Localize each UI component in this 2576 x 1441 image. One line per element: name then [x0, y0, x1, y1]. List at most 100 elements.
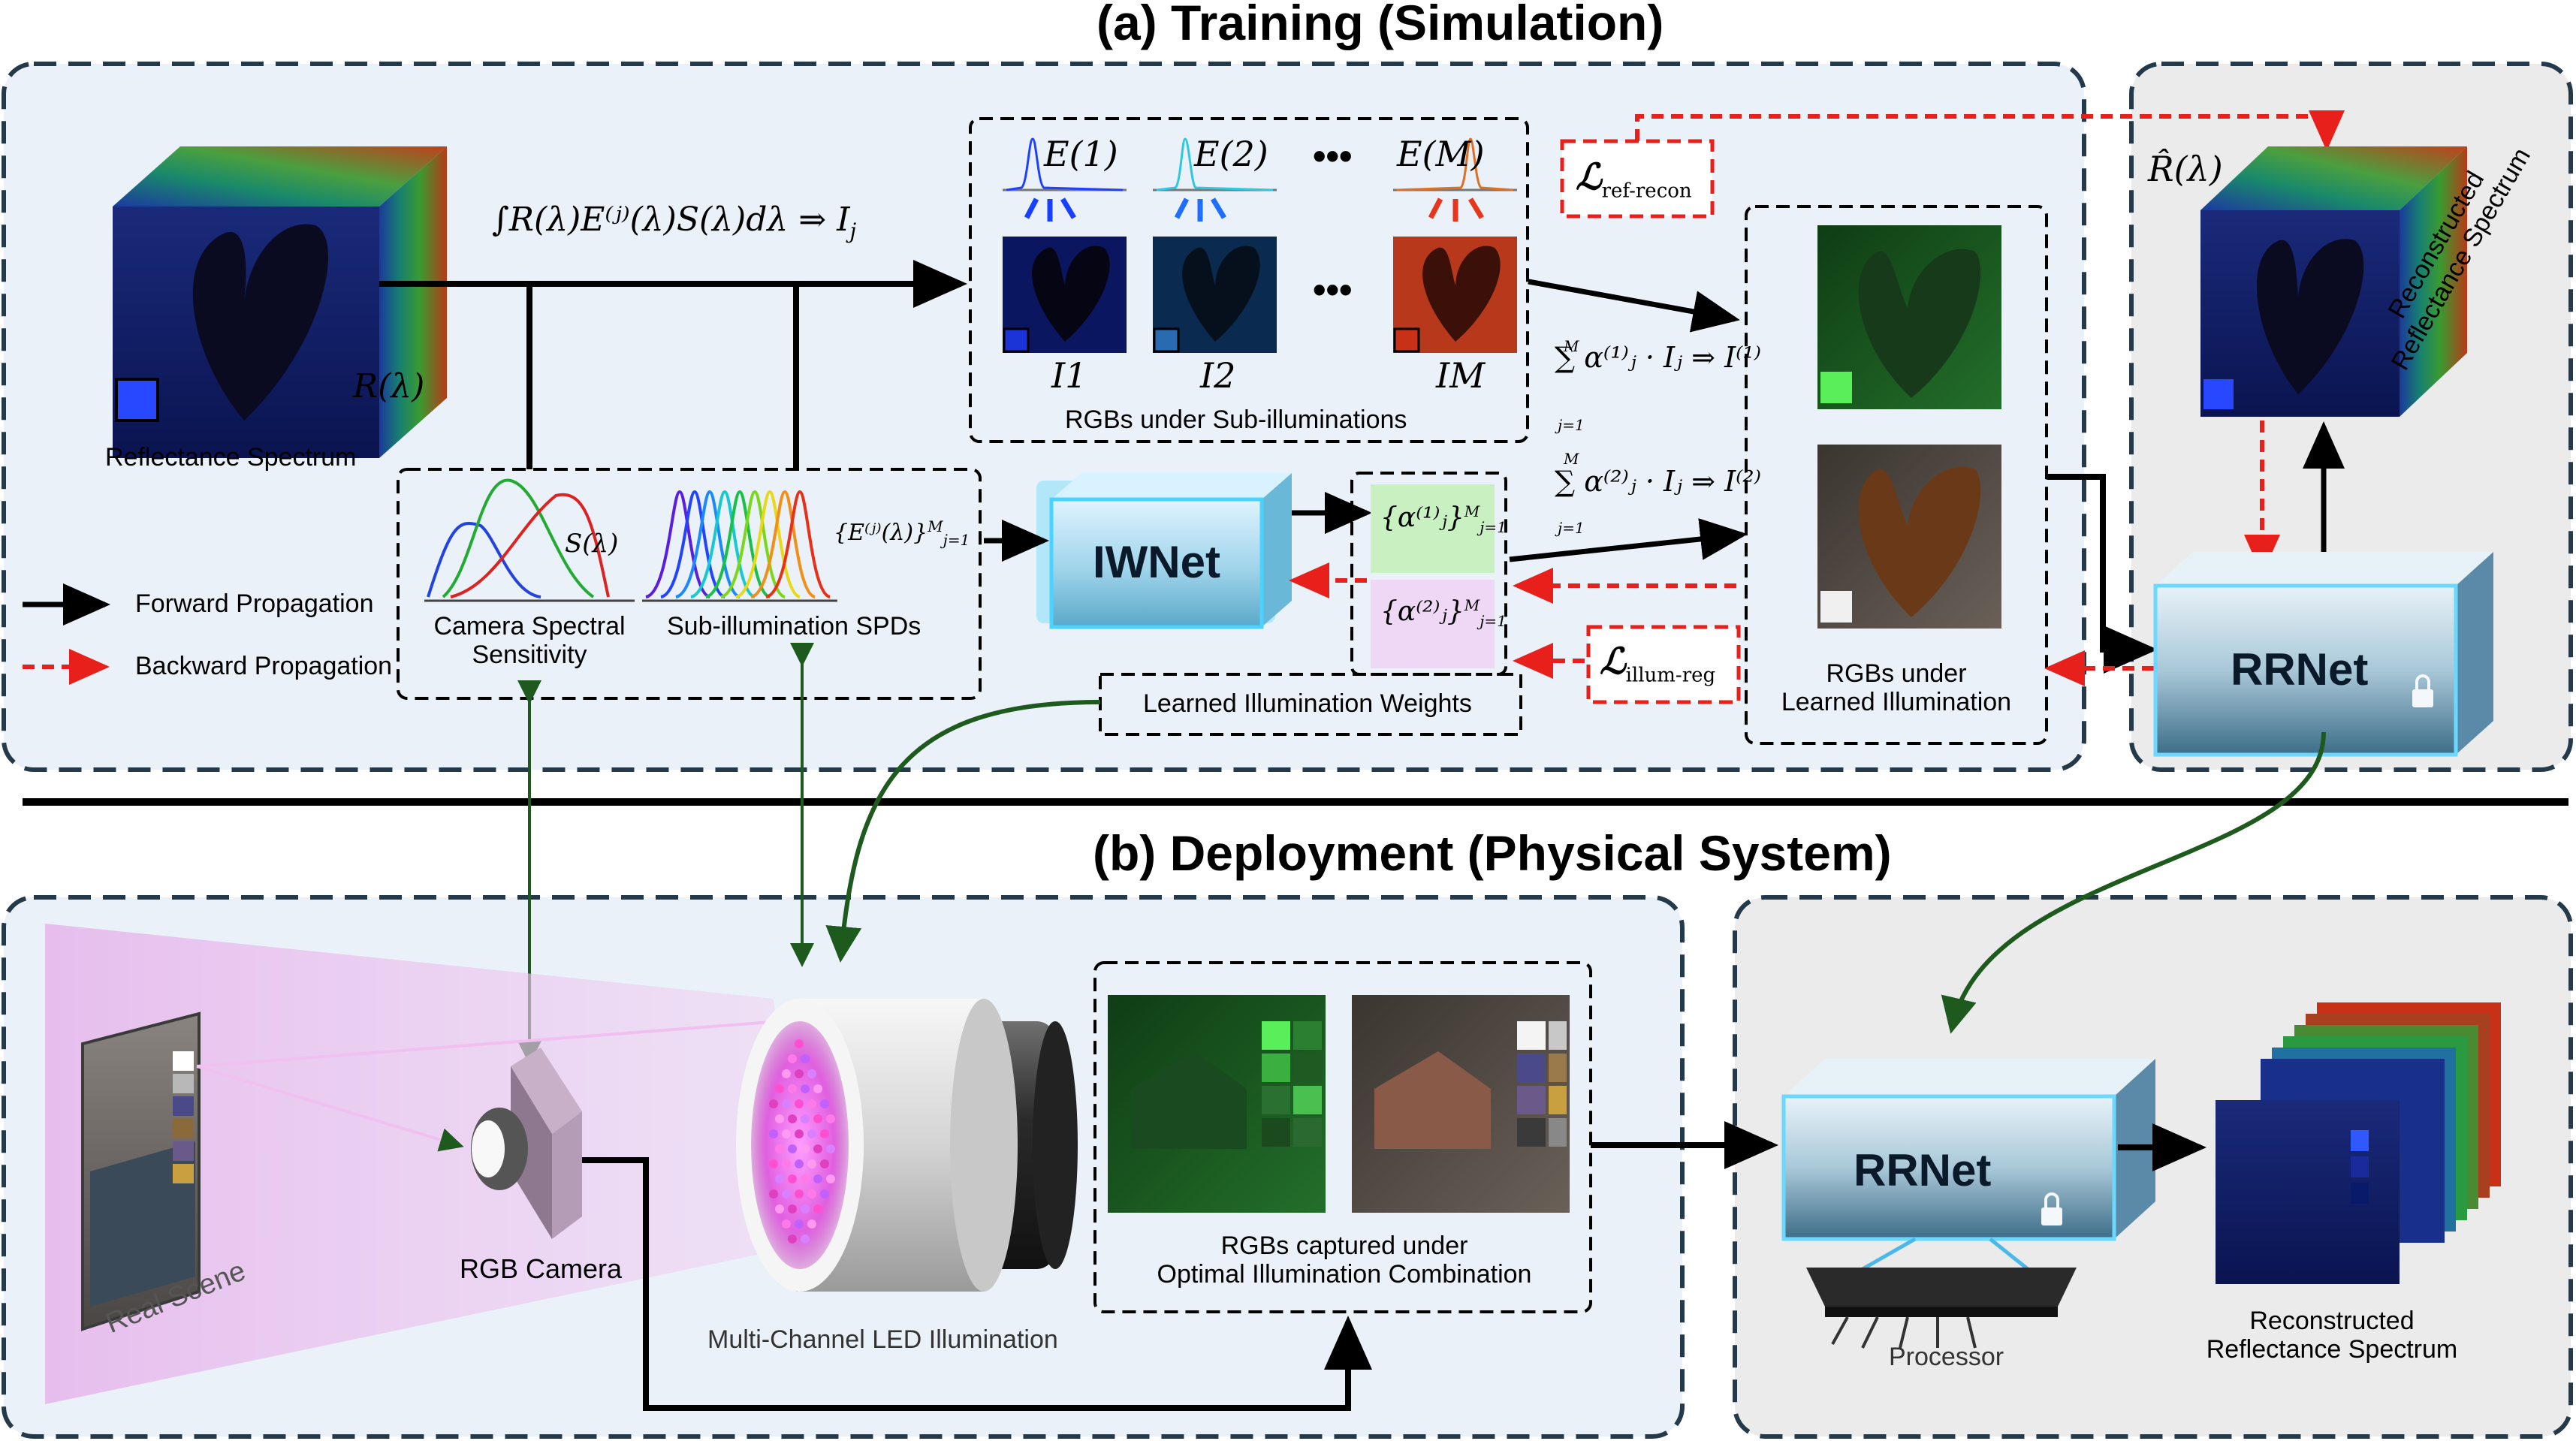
led-dot — [795, 1159, 804, 1168]
alpha2-cell — [1371, 580, 1495, 668]
led-dot — [775, 1174, 784, 1183]
ray-scene-to-camera — [196, 1065, 464, 1152]
learned-image-green — [1817, 225, 2001, 409]
processor — [1806, 1268, 2077, 1349]
training-title: (a) Training (Simulation) — [1096, 0, 1664, 50]
camera-spd-box — [397, 468, 982, 700]
spd-caption: Sub-illumination SPDs — [667, 612, 922, 641]
led-caption: Multi-Channel LED Illumination — [707, 1325, 1058, 1354]
learned-caption-line2: Learned Illumination — [1781, 688, 2012, 717]
forward-arrow-rrnet — [2047, 474, 2158, 674]
camera-caption-line2: Sensitivity — [472, 641, 587, 670]
led-dot — [826, 1114, 835, 1123]
rgb-camera-label: RGB Camera — [460, 1253, 623, 1284]
r-lambda-label: R(λ) — [353, 367, 425, 405]
led-dot — [820, 1189, 829, 1198]
led-dot — [775, 1204, 784, 1213]
led-dot — [769, 1099, 778, 1108]
led-dot — [807, 1099, 816, 1108]
led-dot — [795, 1189, 804, 1198]
led-dot — [782, 1189, 791, 1198]
image-i1 — [1003, 237, 1127, 353]
sum1-text: ∑ α⁽¹⁾ⱼ · Iⱼ ⇒ I⁽¹⁾ — [1555, 341, 1761, 374]
rhat-lambda-label: R̂(λ) — [2148, 149, 2223, 189]
integral-text: ∫R(λ)E⁽ʲ⁾(λ)S(λ)dλ ⇒ I — [492, 200, 850, 239]
led-dot — [782, 1159, 791, 1168]
alpha1-sup: M — [1464, 502, 1480, 520]
led-dot — [788, 1204, 797, 1213]
led-dot — [782, 1099, 791, 1108]
led-dot — [807, 1129, 816, 1138]
learned-caption: RGBs under Learned Illumination — [1765, 659, 2028, 716]
led-dot — [820, 1129, 829, 1138]
sum1-top: M — [1564, 337, 1579, 355]
led-illumination — [736, 999, 1078, 1292]
spd-set-label: {E⁽ʲ⁾(λ)}Mj=1 — [834, 518, 970, 548]
forward-arrow-sum1 — [1528, 279, 1740, 333]
led-dot — [801, 1084, 810, 1093]
s-lambda-label: S(λ) — [565, 529, 619, 559]
alpha1-label: {α⁽¹⁾ⱼ}Mj=1 — [1380, 502, 1507, 536]
led-dot — [813, 1144, 822, 1153]
green-arrow-rrnet-to-processor — [1941, 731, 2326, 1034]
led-dot — [788, 1144, 797, 1153]
illum-spectrum-1 — [1003, 137, 1127, 222]
rrnet-block-training — [2153, 552, 2493, 757]
led-dot — [782, 1219, 791, 1228]
processor-label: Processor — [1889, 1343, 2004, 1371]
alpha2-label: {α⁽²⁾ⱼ}Mj=1 — [1380, 596, 1507, 631]
led-dot — [769, 1159, 778, 1168]
reflectance-label: Reflectance Spectrum — [105, 443, 357, 472]
real-scene-painting — [81, 1011, 201, 1331]
led-dot — [788, 1234, 797, 1244]
led-dots — [769, 1039, 835, 1244]
led-dot — [788, 1174, 797, 1183]
backward-arrow-recon — [1635, 110, 2345, 151]
sum1-bottom: j=1 — [1558, 416, 1585, 434]
output-caption-line1: Reconstructed — [2249, 1307, 2415, 1335]
led-dot — [788, 1054, 797, 1063]
led-dot — [795, 1039, 804, 1048]
led-dot — [782, 1069, 791, 1078]
forward-arrow-sum2 — [1509, 518, 1748, 562]
illum-spectrum-2 — [1153, 137, 1277, 222]
led-dot — [801, 1234, 810, 1244]
led-dot — [801, 1114, 810, 1123]
reconstructed-cube-training — [2200, 146, 2467, 417]
image-label-i2: I2 — [1200, 355, 1236, 396]
green-arrow-weights-to-led — [825, 700, 1101, 963]
integral-sub: j — [849, 218, 857, 243]
alpha2-sub: j=1 — [1480, 612, 1507, 631]
illum-label-1: E(1) — [1044, 134, 1118, 174]
led-dot — [775, 1084, 784, 1093]
led-dot — [795, 1099, 804, 1108]
led-dot — [813, 1174, 822, 1183]
led-dot — [795, 1129, 804, 1138]
iwnet-label: IWNet — [1093, 537, 1220, 587]
camera-sensitivity-plot — [424, 478, 635, 602]
light-beam — [45, 924, 796, 1404]
led-dot — [820, 1159, 829, 1168]
illum-label-m: E(M) — [1397, 134, 1485, 174]
image-label-im: IM — [1436, 355, 1486, 396]
loss-reg-symbol: ℒ — [1600, 641, 1626, 683]
rrnet-training-label: RRNet — [2231, 644, 2369, 695]
illum-label-2: E(2) — [1194, 134, 1268, 174]
led-dot — [775, 1144, 784, 1153]
rgb-camera — [471, 1048, 582, 1239]
illum-ellipsis: ••• — [1313, 135, 1353, 177]
alpha1-cell — [1371, 484, 1495, 573]
led-dot — [807, 1189, 816, 1198]
captured-caption: RGBs captured under Optimal Illumination… — [1134, 1231, 1555, 1289]
loss-reg-label: ℒillum-reg — [1600, 641, 1715, 687]
camera-to-captured-arrow — [582, 1157, 1372, 1411]
integral-formula: ∫R(λ)E⁽ʲ⁾(λ)S(λ)dλ ⇒ Ij — [492, 201, 856, 243]
reflectance-cube — [113, 146, 447, 458]
led-dot — [813, 1084, 822, 1093]
led-dot — [769, 1189, 778, 1198]
led-dot — [801, 1174, 810, 1183]
led-dot — [820, 1099, 829, 1108]
camera-caption-line1: Camera Spectral — [433, 612, 626, 641]
output-spectrum-stack — [2216, 1002, 2501, 1284]
